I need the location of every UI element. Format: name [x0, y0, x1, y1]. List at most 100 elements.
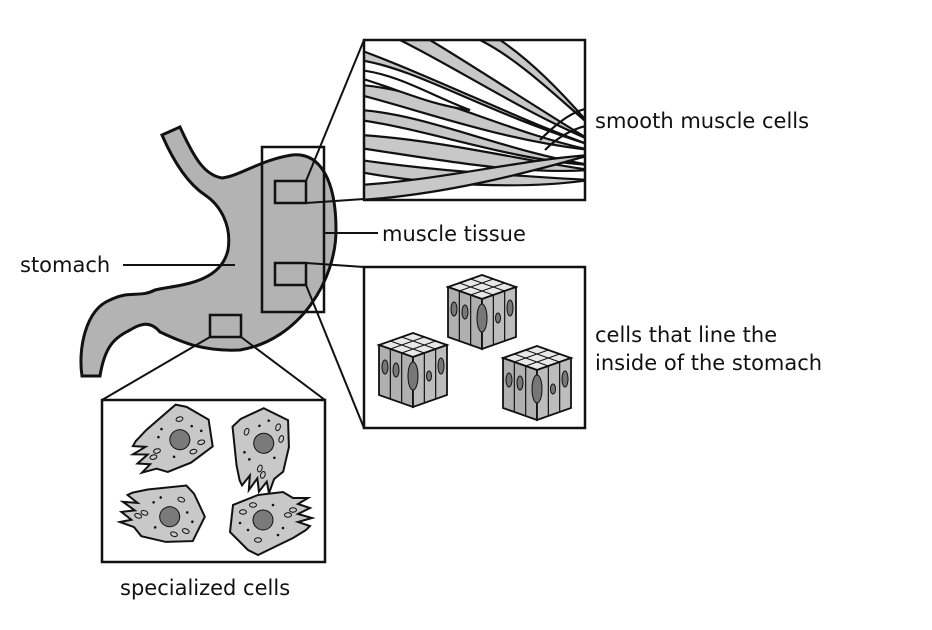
granule — [246, 528, 250, 532]
organelle — [284, 512, 292, 518]
organelle — [134, 512, 142, 519]
nucleus — [426, 370, 432, 382]
stomach-organ — [79, 125, 338, 378]
organelle — [254, 537, 262, 543]
smooth-muscle-fibers — [364, 40, 585, 200]
tile-line — [525, 353, 560, 367]
nucleus — [159, 506, 181, 528]
stomach-shape — [79, 125, 338, 378]
organelle — [239, 509, 247, 515]
specialized-sample-box — [208, 313, 243, 339]
specialized-cells-panel — [100, 398, 327, 564]
nucleus — [461, 304, 469, 320]
granule — [159, 496, 163, 499]
nucleus — [561, 370, 569, 388]
tile-line — [459, 282, 494, 296]
label-specialized-cells: specialized cells — [120, 576, 290, 600]
nucleus — [407, 361, 419, 391]
tile-line — [459, 278, 494, 292]
nucleus — [252, 509, 274, 531]
nucleus — [505, 372, 513, 388]
tile-line — [390, 336, 425, 350]
tile-line — [401, 340, 436, 354]
nucleus — [476, 303, 488, 333]
granule — [160, 427, 163, 431]
granule — [276, 533, 280, 537]
nucleus — [169, 429, 191, 451]
organelle — [181, 528, 190, 534]
granule — [199, 429, 203, 433]
specialized-cell — [116, 484, 206, 543]
organelle — [256, 464, 263, 473]
muscle-tissue-region — [260, 145, 326, 314]
epithelial-block — [376, 332, 450, 409]
organelle — [140, 509, 149, 516]
granule — [190, 424, 194, 428]
organelle — [170, 531, 178, 538]
connector-lines — [101, 39, 378, 429]
nucleus — [516, 375, 524, 391]
organelle — [153, 448, 161, 454]
nucleus — [392, 362, 400, 378]
smooth-muscle-panel — [362, 38, 587, 202]
tile-line — [470, 282, 505, 296]
connector-specialized-left — [101, 336, 211, 401]
nucleus — [550, 383, 556, 395]
granule — [281, 526, 285, 530]
epithelial-block — [445, 274, 519, 351]
tile-line — [390, 340, 425, 354]
tile-line — [514, 349, 549, 363]
organelle — [175, 416, 184, 422]
tile-line — [401, 336, 436, 350]
label-lining-cells-line1: cells that line the — [595, 323, 777, 347]
nucleus — [253, 432, 275, 454]
specialized-cell — [228, 490, 316, 557]
granule — [153, 526, 157, 529]
label-lining-cells-line2: inside of the stomach — [595, 351, 822, 375]
granule — [258, 424, 261, 428]
organelle — [149, 454, 158, 460]
nucleus — [381, 359, 389, 375]
granule — [152, 501, 155, 504]
organelle — [289, 507, 297, 513]
granule — [157, 435, 160, 439]
lining-cells-panel — [362, 265, 587, 430]
label-muscle-tissue: muscle tissue — [382, 222, 526, 246]
organelle — [259, 471, 266, 479]
granule — [191, 520, 194, 524]
organelle — [177, 496, 186, 503]
nucleus — [495, 312, 501, 324]
organelle — [197, 439, 206, 446]
organelle — [278, 435, 285, 443]
organelle — [189, 448, 198, 455]
organelle — [275, 423, 281, 432]
smooth-muscle-sample-box — [273, 179, 308, 205]
granule — [271, 503, 275, 507]
granule — [267, 419, 271, 422]
lining-sample-box — [273, 261, 308, 287]
nucleus — [450, 301, 458, 317]
connector-lining-bottom — [305, 284, 365, 429]
granule — [248, 458, 251, 461]
tile-line — [525, 349, 560, 363]
nucleus — [531, 374, 543, 404]
nucleus — [437, 357, 445, 375]
nucleus — [506, 299, 514, 317]
organelle — [243, 427, 250, 436]
connector-smooth-top — [305, 39, 365, 182]
granule — [273, 456, 276, 460]
connector-smooth-bottom — [305, 198, 365, 204]
epithelial-block — [500, 345, 574, 422]
label-smooth-muscle-cells: smooth muscle cells — [595, 109, 809, 133]
label-stomach: stomach — [20, 253, 110, 277]
connector-lining-top — [305, 262, 365, 268]
connector-specialized-right — [240, 336, 326, 401]
granule — [185, 511, 189, 514]
specialized-cell — [231, 407, 290, 497]
tile-line — [514, 353, 549, 367]
tile-line — [470, 278, 505, 292]
organelle — [249, 502, 257, 508]
granule — [243, 450, 246, 454]
granule — [172, 455, 176, 459]
